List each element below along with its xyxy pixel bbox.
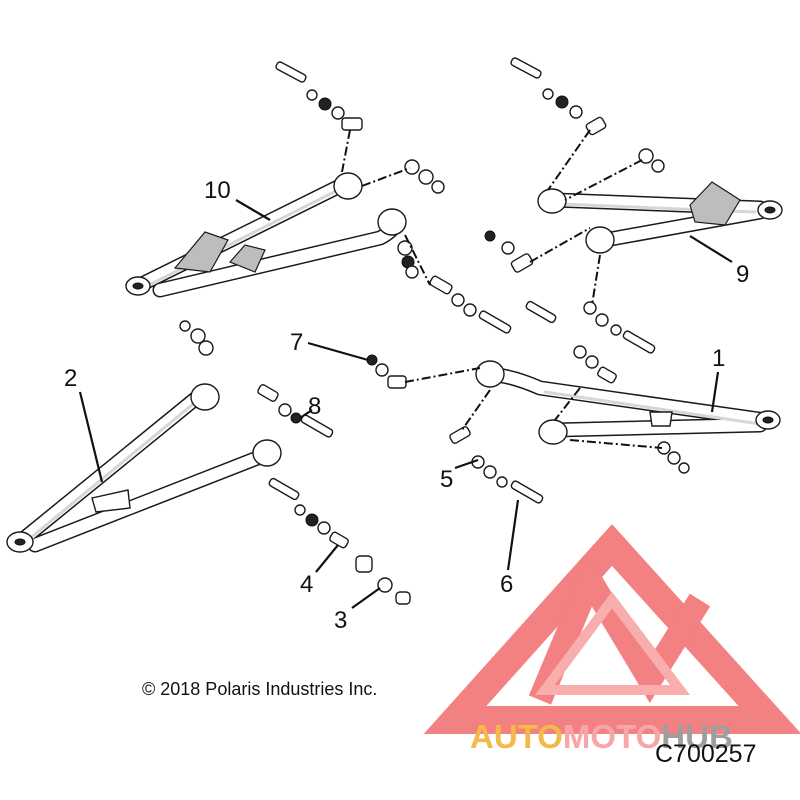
callout-9: 9 [736,261,749,288]
upper-right-a-arm [537,181,783,254]
callout-8: 8 [308,393,321,420]
copyright-notice: © 2018 Polaris Industries Inc. [142,679,377,699]
callout-7: 7 [290,329,303,356]
svg-text:AUTOMOTOHUB: AUTOMOTOHUB [470,718,733,755]
upper-left-a-arm [125,172,407,298]
callout-5: 5 [440,466,453,493]
brand-auto: AUTO [470,718,563,755]
lower-right-a-arm [475,360,781,445]
callout-6: 6 [500,571,513,598]
watermark-logo [423,524,800,734]
callout-2: 2 [64,365,77,392]
part-code: C700257 [655,740,756,768]
watermark-wordmark: AUTOMOTOHUB [470,718,733,755]
brand-moto: MOTO [563,718,661,755]
callout-numbers: 1 2 3 4 5 6 7 8 9 10 [64,177,749,634]
callout-3: 3 [334,607,347,634]
assembly-lines [341,129,663,449]
callout-10: 10 [204,177,231,204]
callout-4: 4 [300,571,313,598]
lower-left-a-arm [6,383,282,553]
hardware [179,57,690,605]
brand-hub: HUB [661,718,733,755]
leader-lines [78,199,733,609]
callout-1: 1 [712,345,725,372]
